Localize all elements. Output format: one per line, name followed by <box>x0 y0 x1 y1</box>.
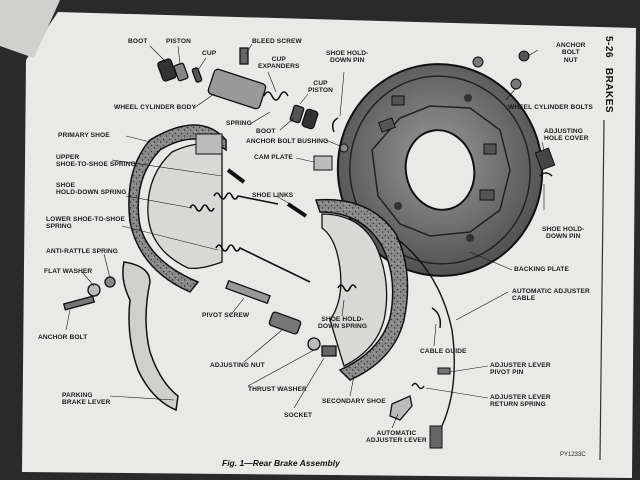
label-automatic-adjuster-cable: AUTOMATIC ADJUSTER CABLE <box>512 288 590 303</box>
label-flat-washer: FLAT WASHER <box>44 268 93 275</box>
secondary-shoe <box>314 198 409 381</box>
adjuster-return-spring <box>411 382 425 390</box>
label-cam-plate: CAM PLATE <box>254 154 293 161</box>
label-pivot-screw: PIVOT SCREW <box>202 312 250 319</box>
label-bleed-screw: BLEED SCREW <box>252 38 302 45</box>
leader-lines <box>65 43 545 429</box>
label-wheel-cylinder-body: WHEEL CYLINDER BODY <box>114 104 197 111</box>
hold-down-spring-left <box>189 204 215 212</box>
anchor-bolt-group <box>62 276 116 311</box>
label-anchor-bolt-bushing: ANCHOR BOLT BUSHING <box>246 138 329 145</box>
upper-shoe-spring <box>213 192 279 205</box>
lower-shoe-spring <box>215 244 311 283</box>
anchor-bolt-nut-shape <box>518 50 530 62</box>
hold-down-pin-top-shape <box>331 117 339 133</box>
label-adjusting-hole-cover: ADJUSTING HOLE COVER <box>544 128 589 143</box>
label-wheel-cylinder-bolts: WHEEL CYLINDER BOLTS <box>508 104 593 111</box>
adjusting-hole-cover-shape <box>534 147 556 171</box>
label-adjuster-lever-return-spring: ADJUSTER LEVER RETURN SPRING <box>490 394 551 409</box>
backing-plate <box>336 63 544 277</box>
cam-plate-shape <box>313 155 333 171</box>
figure-caption: Fig. 1—Rear Brake Assembly <box>222 458 340 468</box>
label-boot-top: BOOT <box>128 38 148 45</box>
cable-hook <box>429 425 443 449</box>
label-lower-spring: LOWER SHOE-TO-SHOE SPRING <box>46 216 125 231</box>
figure-code: PY1233C <box>560 452 586 458</box>
label-piston-top: PISTON <box>166 38 192 45</box>
anchor-bolt-bushing-shape <box>339 143 349 153</box>
label-shoe-hold-down-pin-top: SHOE HOLD- DOWN PIN <box>326 50 369 65</box>
pivot-pin-shape <box>437 367 451 375</box>
label-secondary-shoe: SECONDARY SHOE <box>322 398 386 405</box>
label-parking-brake-lever: PARKING BRAKE LEVER <box>62 392 111 407</box>
label-boot-mid: BOOT <box>256 128 276 135</box>
shoe-link-1 <box>226 168 246 184</box>
label-shoe-hold-down-pin-right: SHOE HOLD- DOWN PIN <box>542 226 585 241</box>
parking-brake-lever <box>122 261 179 412</box>
label-cup-expanders: CUP EXPANDERS <box>258 56 300 71</box>
margin-rule <box>599 119 605 461</box>
wheel-cylinder-parts <box>157 47 319 130</box>
label-shoe-hold-down-spring-mid: SHOE HOLD- DOWN SPRING <box>318 316 368 331</box>
finger-edge <box>0 0 60 58</box>
label-cup-top: CUP <box>202 50 217 57</box>
wheel-cylinder-bolt-2 <box>510 78 522 90</box>
label-shoe-links: SHOE LINKS <box>252 192 294 199</box>
label-adjusting-nut: ADJUSTING NUT <box>210 362 265 369</box>
hold-down-spring-mid <box>337 284 357 292</box>
label-thrust-washer: THRUST WASHER <box>248 386 307 393</box>
label-automatic-adjuster-lever: AUTOMATIC ADJUSTER LEVER <box>366 430 427 445</box>
section-title: BRAKES <box>603 67 614 114</box>
label-socket: SOCKET <box>284 412 313 419</box>
label-anti-rattle-spring: ANTI-RATTLE SPRING <box>46 248 119 255</box>
label-cable-guide: CABLE GUIDE <box>420 348 467 355</box>
label-shoe-hold-down-spring-left: SHOE HOLD-DOWN SPRING <box>56 182 127 197</box>
label-primary-shoe: PRIMARY SHOE <box>58 132 110 139</box>
shoe-link-2 <box>286 202 308 218</box>
adjuster-cable <box>395 237 455 431</box>
wheel-cylinder-bolt-1 <box>472 56 484 68</box>
hold-down-pin-right-shape <box>539 172 553 177</box>
label-anchor-bolt: ANCHOR BOLT <box>38 334 88 341</box>
automatic-adjuster-lever <box>389 395 413 421</box>
label-spring: SPRING <box>226 120 252 127</box>
label-upper-spring: UPPER SHOE-TO-SHOE SPRING <box>56 154 136 169</box>
cable-guide-shape <box>431 307 442 329</box>
label-anchor-bolt-nut: ANCHOR BOLT NUT <box>556 42 586 64</box>
page-header: 5-26 BRAKES <box>592 36 614 126</box>
label-backing-plate: BACKING PLATE <box>514 266 570 273</box>
page-number: 5-26 <box>603 36 614 59</box>
label-adjuster-lever-pivot-pin: ADJUSTER LEVER PIVOT PIN <box>490 362 551 377</box>
label-cup-piston: CUP PISTON <box>308 80 334 95</box>
adjuster-assembly <box>225 279 337 357</box>
